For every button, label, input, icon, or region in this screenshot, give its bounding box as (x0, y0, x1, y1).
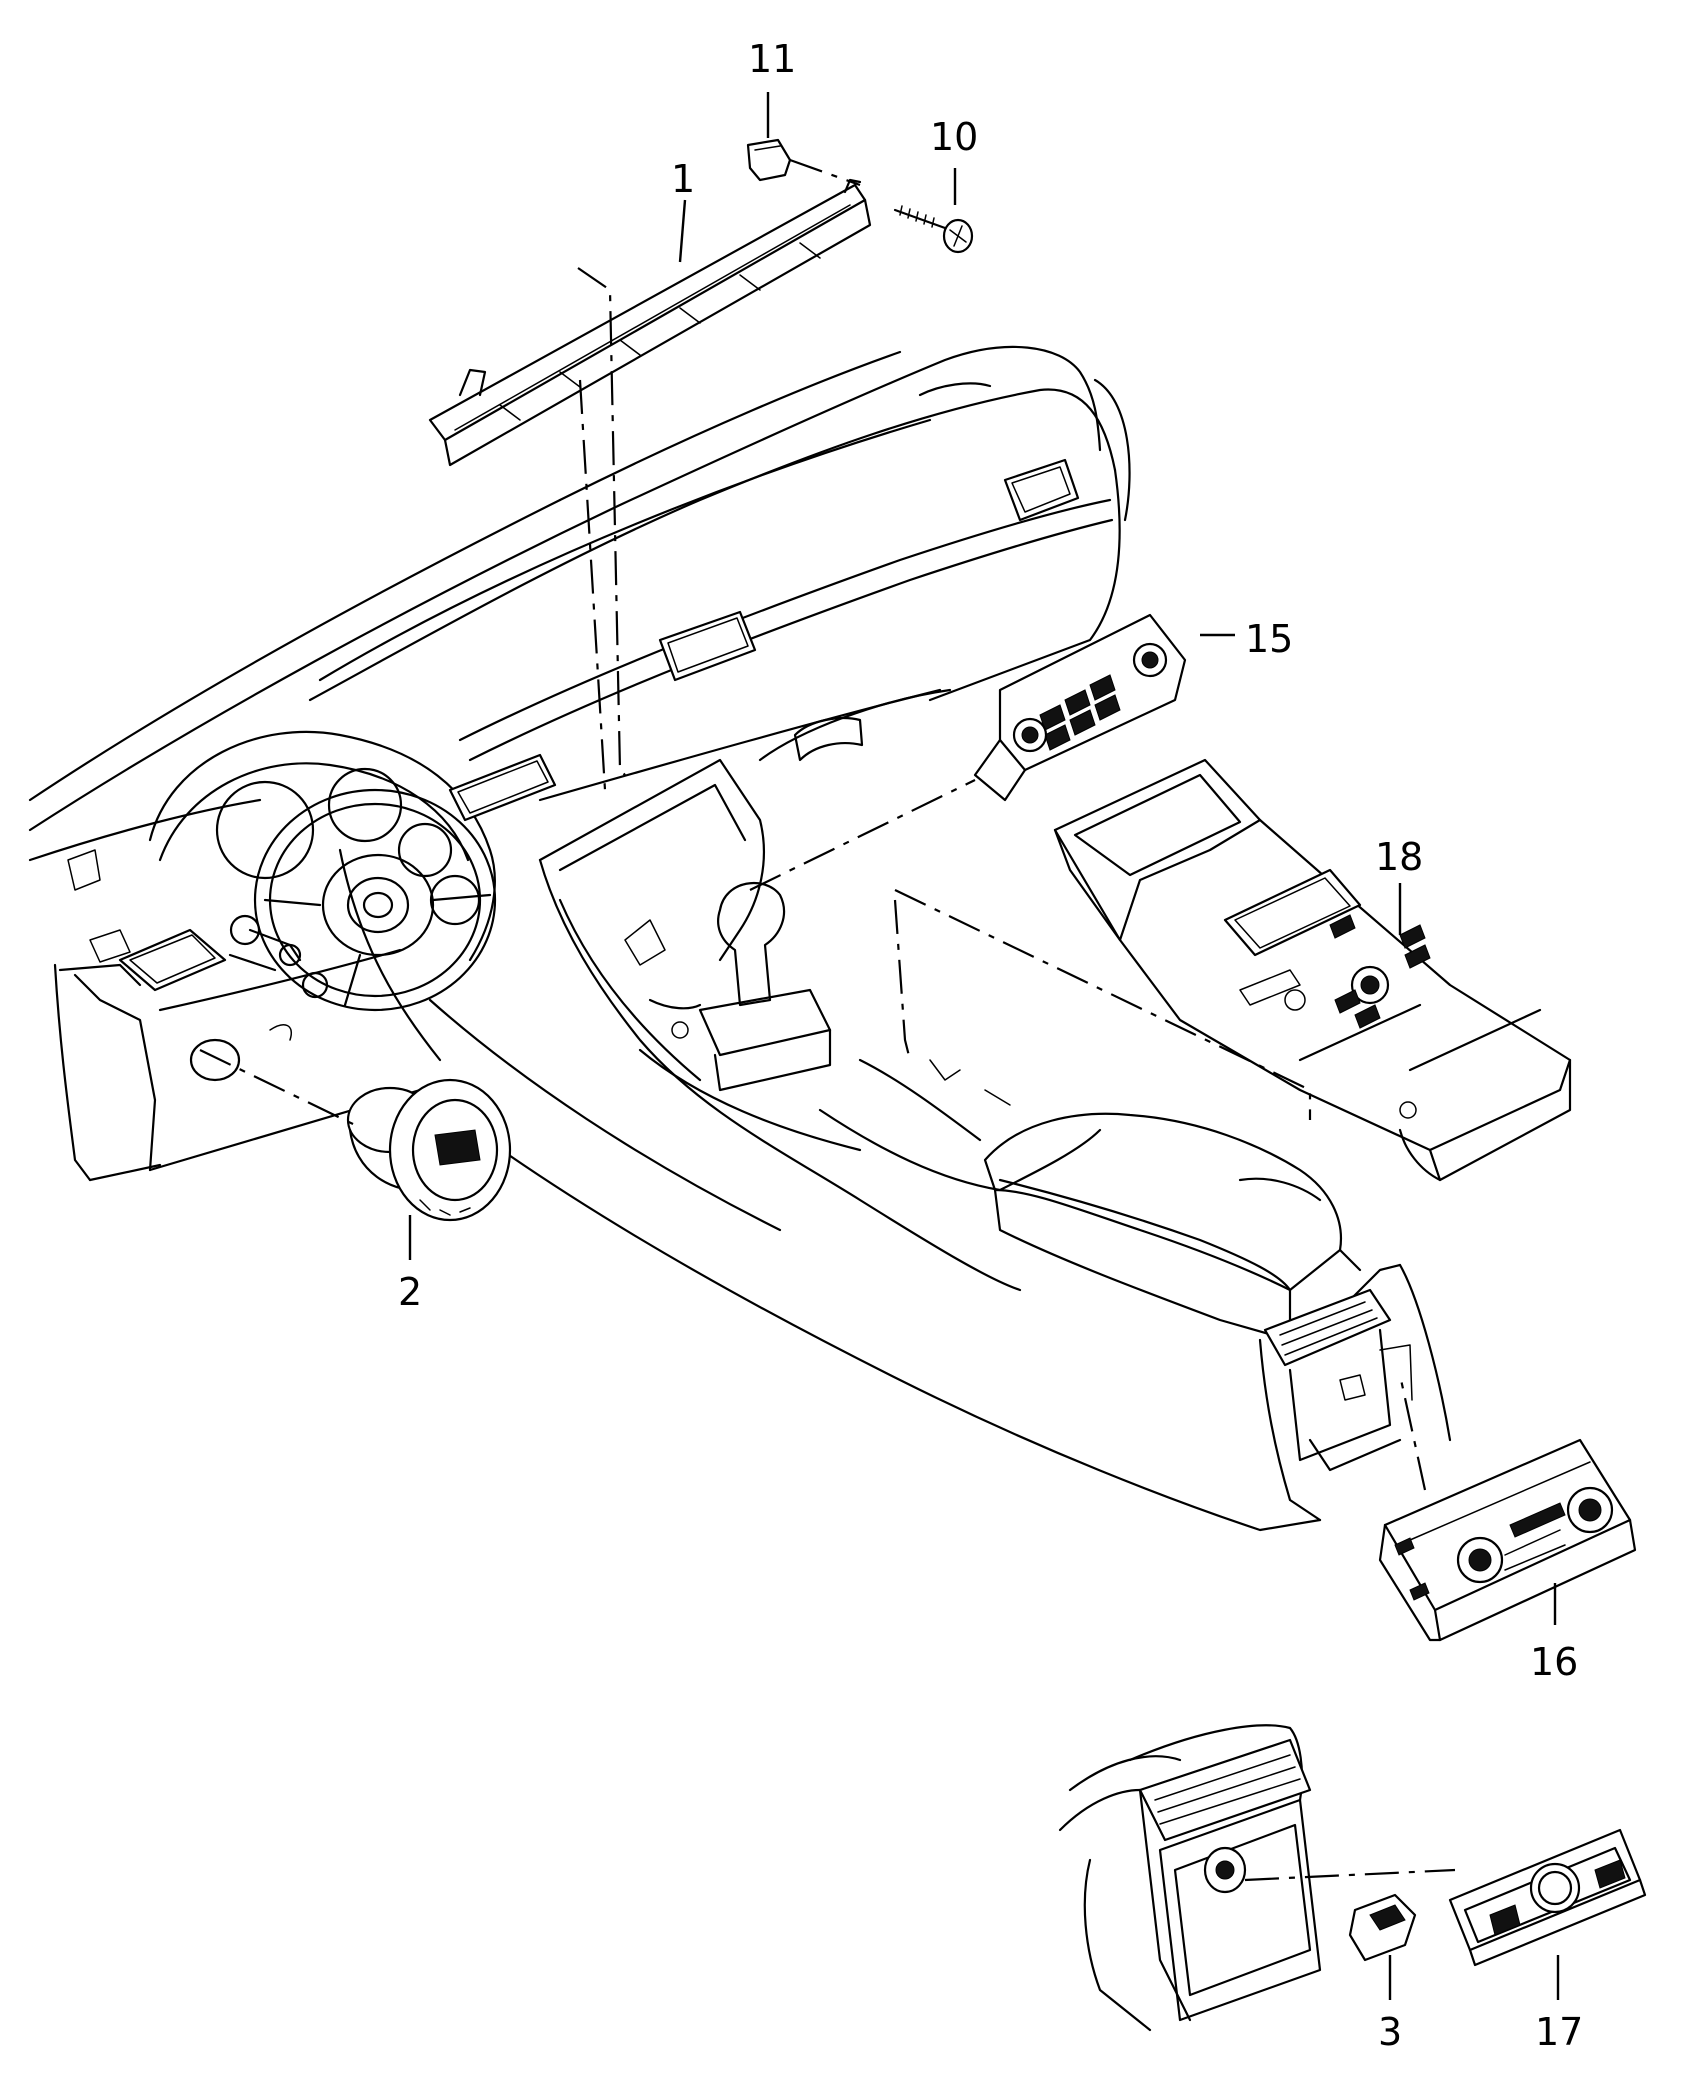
callout-1: 1 (671, 157, 695, 201)
part-11-clip (746, 138, 792, 182)
part-10-screw (893, 205, 974, 254)
callouts: 1 2 3 10 11 15 16 17 18 (398, 37, 1583, 2054)
callout-11: 11 (748, 37, 796, 81)
part-18-console-trim (1053, 758, 1572, 1182)
part-1-vent-strip (428, 178, 872, 467)
part-2-rotary-switch (346, 1078, 512, 1222)
callout-2: 2 (398, 1270, 422, 1314)
callout-16: 16 (1530, 1640, 1578, 1684)
callout-17: 17 (1535, 2010, 1583, 2054)
rear-console-inset (1058, 1724, 1322, 2032)
leader-lines (408, 92, 1560, 2000)
part-3-small-switch (1348, 1893, 1417, 1962)
part-15-switch-panel (973, 613, 1187, 802)
part-17-rear-panel (1448, 1828, 1647, 1967)
dashboard-assembly (28, 345, 1452, 1532)
callout-18: 18 (1375, 835, 1423, 879)
callout-3: 3 (1378, 2010, 1402, 2054)
callout-15: 15 (1245, 617, 1293, 661)
assembly-lines (199, 158, 1456, 1882)
callout-10: 10 (930, 115, 978, 159)
part-16-climate-control (1378, 1438, 1637, 1642)
